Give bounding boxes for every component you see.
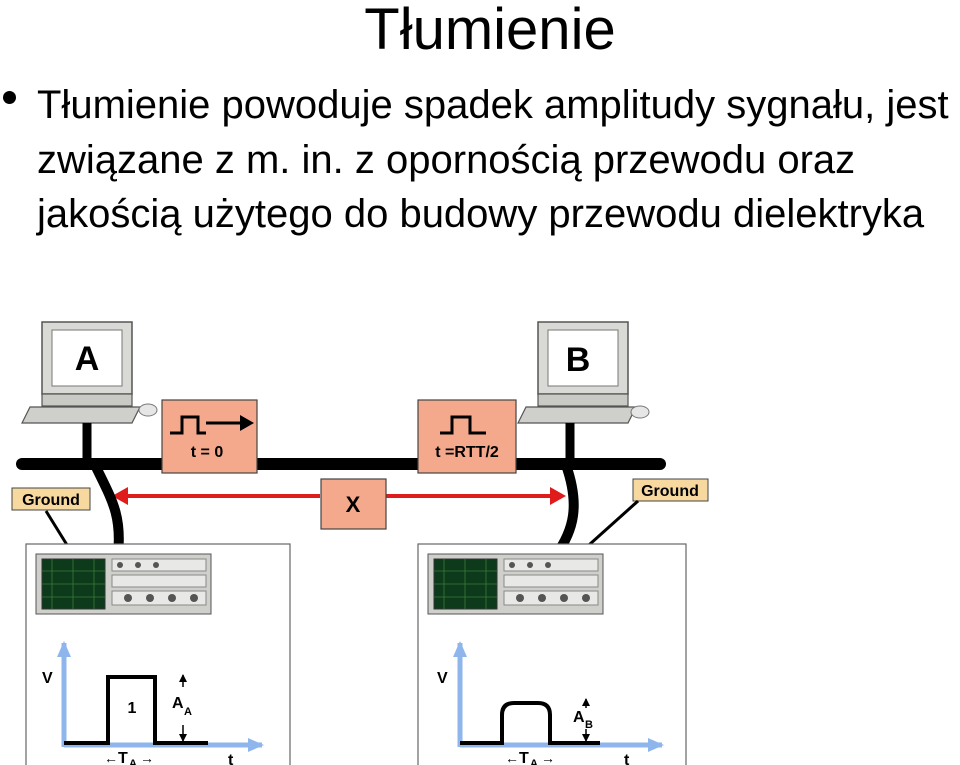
computer-b: B (517, 321, 650, 424)
period-sub-left: A (129, 758, 137, 765)
v-axis-label-right: V (437, 670, 448, 687)
ground-right-label: Ground (641, 483, 699, 500)
distance-label: X (346, 492, 361, 517)
amplitude-sub-left: A (184, 706, 192, 718)
pulse-label: 1 (128, 700, 137, 717)
bullet-text: Tłumienie powoduje spadek amplitudy sygn… (37, 83, 949, 236)
amplitude-sub-right: B (585, 719, 593, 731)
distance-box (320, 478, 387, 530)
amplitude-label-right: A (573, 709, 585, 726)
ground-left-label: Ground (22, 492, 80, 509)
period-label-right: T (519, 750, 529, 765)
oscilloscope-left (35, 553, 212, 615)
computer-a: A (21, 321, 158, 424)
amplitude-label-left: A (172, 695, 184, 712)
slide-title: Tłumienie (364, 0, 616, 62)
signal-start-label: t = 0 (191, 444, 224, 461)
computer-b-label: B (566, 341, 591, 379)
period-sub-right: A (530, 758, 538, 765)
computer-a-label: A (75, 340, 100, 378)
period-arrow-left-r: → (140, 750, 154, 765)
period-label-left: T (118, 750, 128, 765)
signal-end-label: t =RTT/2 (435, 444, 499, 461)
t-axis-label-left: t (228, 752, 234, 765)
signal-end-box: t =RTT/2 (417, 399, 517, 474)
attenuation-diagram: A B t = 0 t =RTT/2 X Ground Ground (11, 321, 709, 765)
period-arrow-right-l: ← (505, 750, 519, 765)
signal-graph-left: V t 1 A A ← T A → (42, 641, 264, 765)
signal-start-box: t = 0 (161, 399, 258, 474)
t-axis-label-right: t (624, 752, 630, 765)
oscilloscope-right (427, 553, 604, 615)
period-arrow-left-l: ← (104, 750, 118, 765)
signal-graph-right: V t A B ← T A → (437, 641, 664, 765)
period-arrow-right-r: → (541, 750, 555, 765)
v-axis-label-left: V (42, 670, 53, 687)
bullet-dot (3, 91, 16, 104)
